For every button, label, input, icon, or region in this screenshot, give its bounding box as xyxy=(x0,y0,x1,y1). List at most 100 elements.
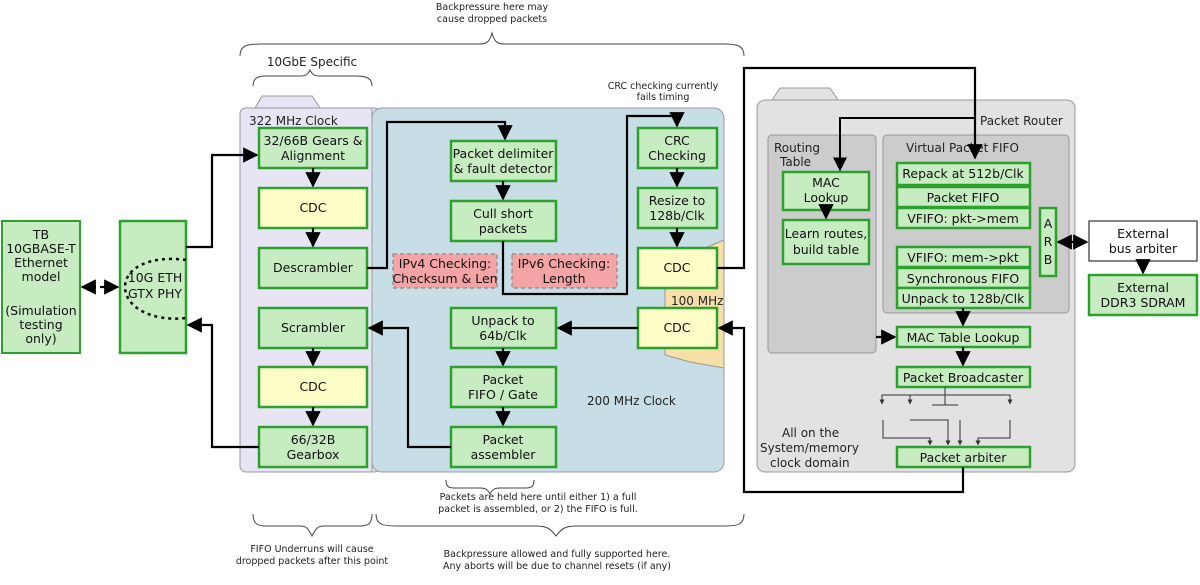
label-200mhz: 200 MHz Clock xyxy=(587,394,676,408)
label-packet-router: Packet Router xyxy=(980,114,1063,128)
ipv6-line-1: IPv6 Checking: xyxy=(518,256,611,271)
repack-label: Repack at 512b/Clk xyxy=(902,166,1024,181)
brace-backpressure-allowed xyxy=(375,513,745,537)
mac-lookup-line-1: MAC xyxy=(812,175,840,190)
ipv6-line-2: Length xyxy=(542,271,585,286)
cull-line-1: Cull short xyxy=(473,206,533,221)
tb-line-2: 10GBASE-T xyxy=(6,241,76,256)
block-ipv6-checking: IPv6 Checking: Length xyxy=(511,253,618,289)
ddr3-line-1: External xyxy=(1117,280,1169,295)
mac-lookup-line-2: Lookup xyxy=(804,190,849,205)
block-vfifo-in: VFIFO: pkt->mem xyxy=(895,206,1032,230)
block-packet-arbiter: Packet arbiter xyxy=(895,445,1032,469)
tb-line-8: only) xyxy=(25,331,56,346)
block-arb: A R B xyxy=(1038,206,1058,278)
block-mac-lookup: MAC Lookup xyxy=(781,170,871,212)
note-bp-allowed-1: Backpressure allowed and fully supported… xyxy=(444,549,671,560)
gears-line-1: 32/66B Gears & xyxy=(264,133,363,148)
connections xyxy=(80,66,1151,494)
crc-line-1: CRC xyxy=(664,133,690,148)
gearbox-line-2: Gearbox xyxy=(287,447,340,462)
brace-fifo-underruns xyxy=(252,513,373,538)
block-packet-delimiter: Packet delimiter & fault detector xyxy=(449,139,558,183)
label-routing-table-1: Routing xyxy=(774,141,820,155)
block-gears-alignment: 32/66B Gears & Alignment xyxy=(257,126,369,170)
brace-top-backpressure xyxy=(239,31,745,57)
cull-line-2: packets xyxy=(479,221,527,236)
sync-fifo-label: Synchronous FIFO xyxy=(907,271,1020,286)
note-crc-1: CRC checking currently xyxy=(608,81,719,92)
label-322mhz: 322 MHz Clock xyxy=(249,114,338,128)
block-cull-short: Cull short packets xyxy=(449,199,558,243)
block-phy: 10G ETH GTX PHY xyxy=(118,219,188,355)
block-learn-routes: Learn routes, build table xyxy=(781,218,871,266)
descrambler-label: Descrambler xyxy=(273,260,354,275)
tb-line-4: model xyxy=(22,269,61,284)
tb-line-7: testing xyxy=(19,317,62,332)
block-descrambler: Descrambler xyxy=(257,246,369,290)
label-sysmem-2: System/memory xyxy=(760,441,859,455)
vfifo-out-label: VFIFO: mem->pkt xyxy=(907,250,1019,265)
broadcaster-label: Packet Broadcaster xyxy=(903,370,1024,385)
tb-line-3: Ethernet xyxy=(14,255,68,270)
cdc-tx-100-label: CDC xyxy=(663,320,690,335)
note-backpressure-top-2: cause dropped packets xyxy=(437,14,547,25)
link-router-cdc xyxy=(717,320,965,494)
block-ipv4-checking: IPv4 Checking: Checksum & Len xyxy=(392,253,498,289)
block-scrambler: Scrambler xyxy=(257,306,369,350)
resize-line-2: 128b/Clk xyxy=(649,208,705,223)
ext-bus-line-2: bus arbiter xyxy=(1109,241,1178,256)
link-cdc-router xyxy=(717,66,983,270)
gearbox-line-1: 66/32B xyxy=(291,432,336,447)
learn-routes-line-1: Learn routes, xyxy=(785,226,867,241)
note-bp-allowed-2: Any aborts will be due to channel resets… xyxy=(443,561,671,572)
block-packet-fifo-gate: Packet FIFO / Gate xyxy=(449,365,558,409)
brace-10gbe-specific xyxy=(252,68,373,87)
block-cdc-tx-100: CDC xyxy=(636,306,719,350)
block-cdc-rx-100: CDC xyxy=(636,246,719,290)
cdc-tx-322-label: CDC xyxy=(299,379,326,394)
ipv4-line-1: IPv4 Checking: xyxy=(399,256,492,271)
link-cull-crc xyxy=(501,112,685,296)
block-packet-broadcaster: Packet Broadcaster xyxy=(895,365,1032,389)
phy-line-1: 10G ETH xyxy=(128,270,183,285)
note-fifo-underruns-2: dropped packets after this point xyxy=(236,556,389,567)
block-unpack-128: Unpack to 128b/Clk xyxy=(895,286,1032,310)
link-phy-gears xyxy=(186,147,259,249)
mac-table-label: MAC Table Lookup xyxy=(907,330,1020,345)
tb-line-6: (Simulation xyxy=(5,303,76,318)
arb-b: B xyxy=(1044,252,1053,267)
pkt-delim-line-1: Packet delimiter xyxy=(453,146,555,161)
link-assembler-scrambler xyxy=(367,320,451,449)
block-packet-assembler: Packet assembler xyxy=(449,425,558,469)
resize-line-1: Resize to xyxy=(649,193,706,208)
scrambler-label: Scrambler xyxy=(281,320,346,335)
phy-line-2: GTX PHY xyxy=(128,286,182,301)
note-packets-held-2: packet is assembled, or 2) the FIFO is f… xyxy=(438,504,637,515)
brace-packets-held xyxy=(445,479,535,496)
link-router-arrival-mac xyxy=(833,117,975,172)
cdc-rx-322-label: CDC xyxy=(299,200,326,215)
block-sync-fifo: Synchronous FIFO xyxy=(895,266,1032,290)
assembler-line-2: assembler xyxy=(471,447,537,462)
unpack64-line-1: Unpack to xyxy=(471,313,534,328)
crc-line-2: Checking xyxy=(648,148,706,163)
pkt-arbiter-label: Packet arbiter xyxy=(920,450,1008,465)
note-10gbe-specific: 10GbE Specific xyxy=(267,55,357,69)
label-100mhz: 100 MHz xyxy=(671,294,723,308)
label-routing-table-2: Table xyxy=(779,155,811,169)
tb-line-1: TB xyxy=(32,227,49,242)
vfifo-in-label: VFIFO: pkt->mem xyxy=(907,211,1019,226)
unpack64-line-2: 64b/Clk xyxy=(479,328,527,343)
label-vpf: Virtual Packet FIFO xyxy=(906,141,1019,155)
block-crc-checking: CRC Checking xyxy=(636,126,719,170)
note-crc-2: fails timing xyxy=(637,92,690,103)
note-packets-held-1: Packets are held here until either 1) a … xyxy=(440,492,637,503)
unpack128-label: Unpack to 128b/Clk xyxy=(902,291,1025,306)
block-vfifo-out: VFIFO: mem->pkt xyxy=(895,245,1032,269)
learn-routes-line-2: build table xyxy=(793,242,860,257)
assembler-line-1: Packet xyxy=(483,432,524,447)
block-ddr3-sdram: External DDR3 SDRAM xyxy=(1087,273,1199,317)
block-external-bus-arbiter: External bus arbiter xyxy=(1088,220,1198,262)
